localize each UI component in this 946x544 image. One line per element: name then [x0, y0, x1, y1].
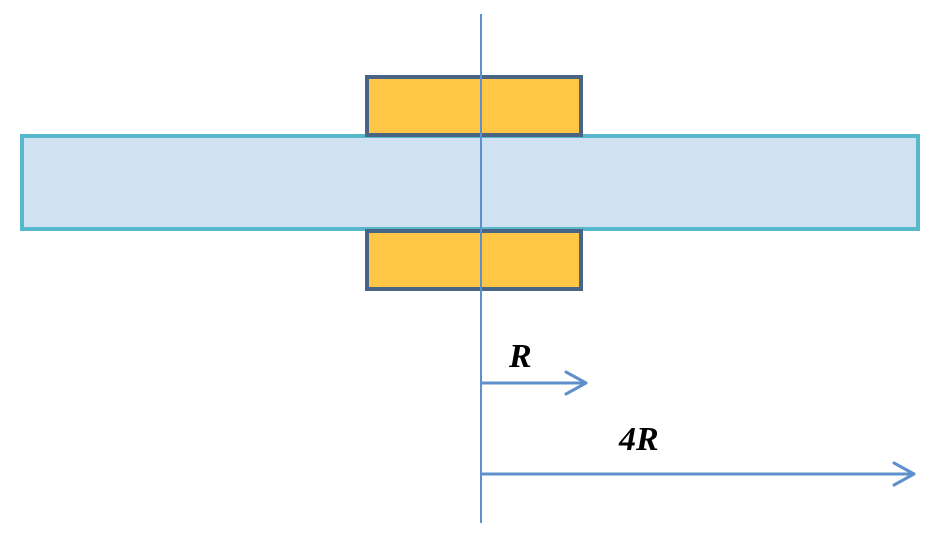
radius-arrow-r-head [564, 370, 588, 396]
label-r: R [508, 338, 532, 375]
disk [20, 134, 920, 231]
radius-arrow-4r-head [892, 461, 916, 487]
label-4r: 4R [618, 421, 659, 458]
upper-magnet [365, 75, 583, 137]
lower-magnet [365, 229, 583, 291]
